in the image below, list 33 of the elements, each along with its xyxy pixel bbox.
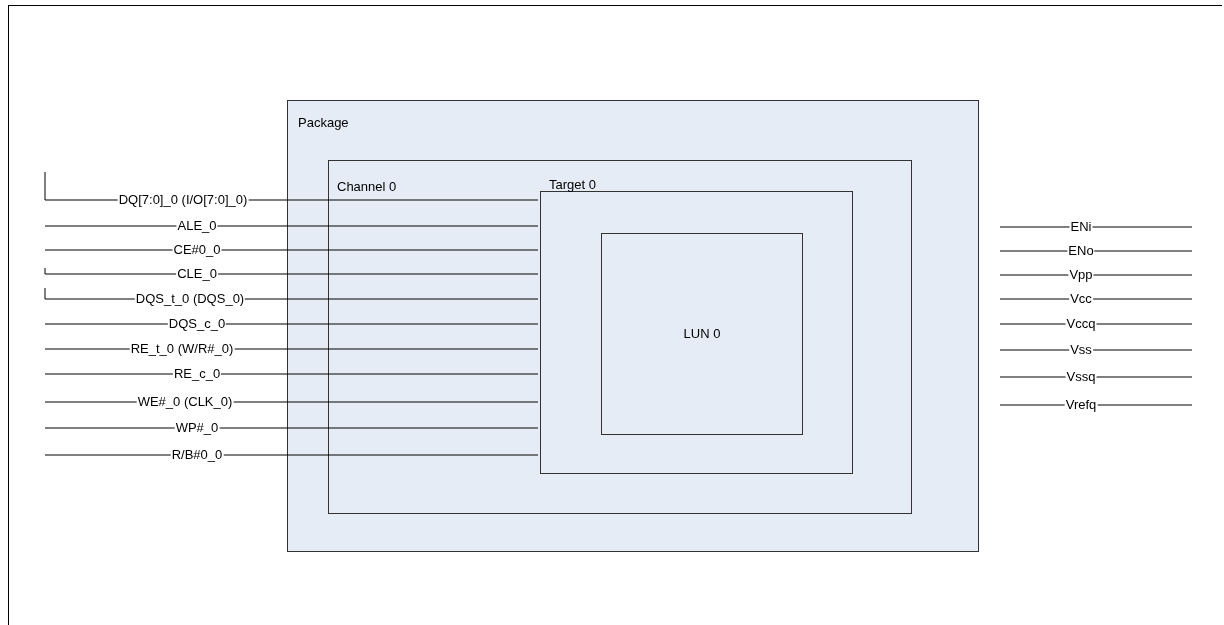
signal-label: ENo xyxy=(1067,244,1095,258)
signal-label: WP#_0 xyxy=(174,421,220,435)
package-box xyxy=(287,100,979,552)
signal-line xyxy=(44,267,539,275)
box-title: Target 0 xyxy=(549,177,596,192)
signal-line xyxy=(44,427,539,429)
lun-box xyxy=(601,233,803,435)
box-title: LUN 0 xyxy=(683,326,721,341)
channel-box xyxy=(328,160,912,514)
signal-label: ALE_0 xyxy=(176,219,218,233)
signal-label: Vrefq xyxy=(1064,398,1098,412)
signal-label: ENi xyxy=(1069,220,1093,234)
signal-line xyxy=(44,249,539,251)
signal-line xyxy=(44,323,539,325)
signal-label: CLE_0 xyxy=(176,267,218,281)
signal-line xyxy=(44,225,539,227)
signal-label: WE#_0 (CLK_0) xyxy=(136,395,234,409)
signal-label: Vssq xyxy=(1065,370,1097,384)
signal-label: DQ[7:0]_0 (I/O[7:0]_0) xyxy=(117,193,249,207)
signal-label: Vpp xyxy=(1068,268,1094,282)
signal-label: Vss xyxy=(1069,343,1093,357)
signal-line xyxy=(44,454,539,456)
box-title: Channel 0 xyxy=(337,179,397,194)
signal-label: R/B#0_0 xyxy=(170,448,224,462)
signal-line xyxy=(44,373,539,375)
signal-label: RE_t_0 (W/R#_0) xyxy=(129,342,235,356)
signal-label: DQS_t_0 (DQS_0) xyxy=(134,292,246,306)
signal-label: CE#0_0 xyxy=(172,243,222,257)
signal-label: Vcc xyxy=(1069,292,1093,306)
signal-label: Vccq xyxy=(1065,317,1097,331)
box-title: Package xyxy=(298,115,349,130)
signal-label: DQS_c_0 xyxy=(167,317,227,331)
signal-label: RE_c_0 xyxy=(172,367,222,381)
